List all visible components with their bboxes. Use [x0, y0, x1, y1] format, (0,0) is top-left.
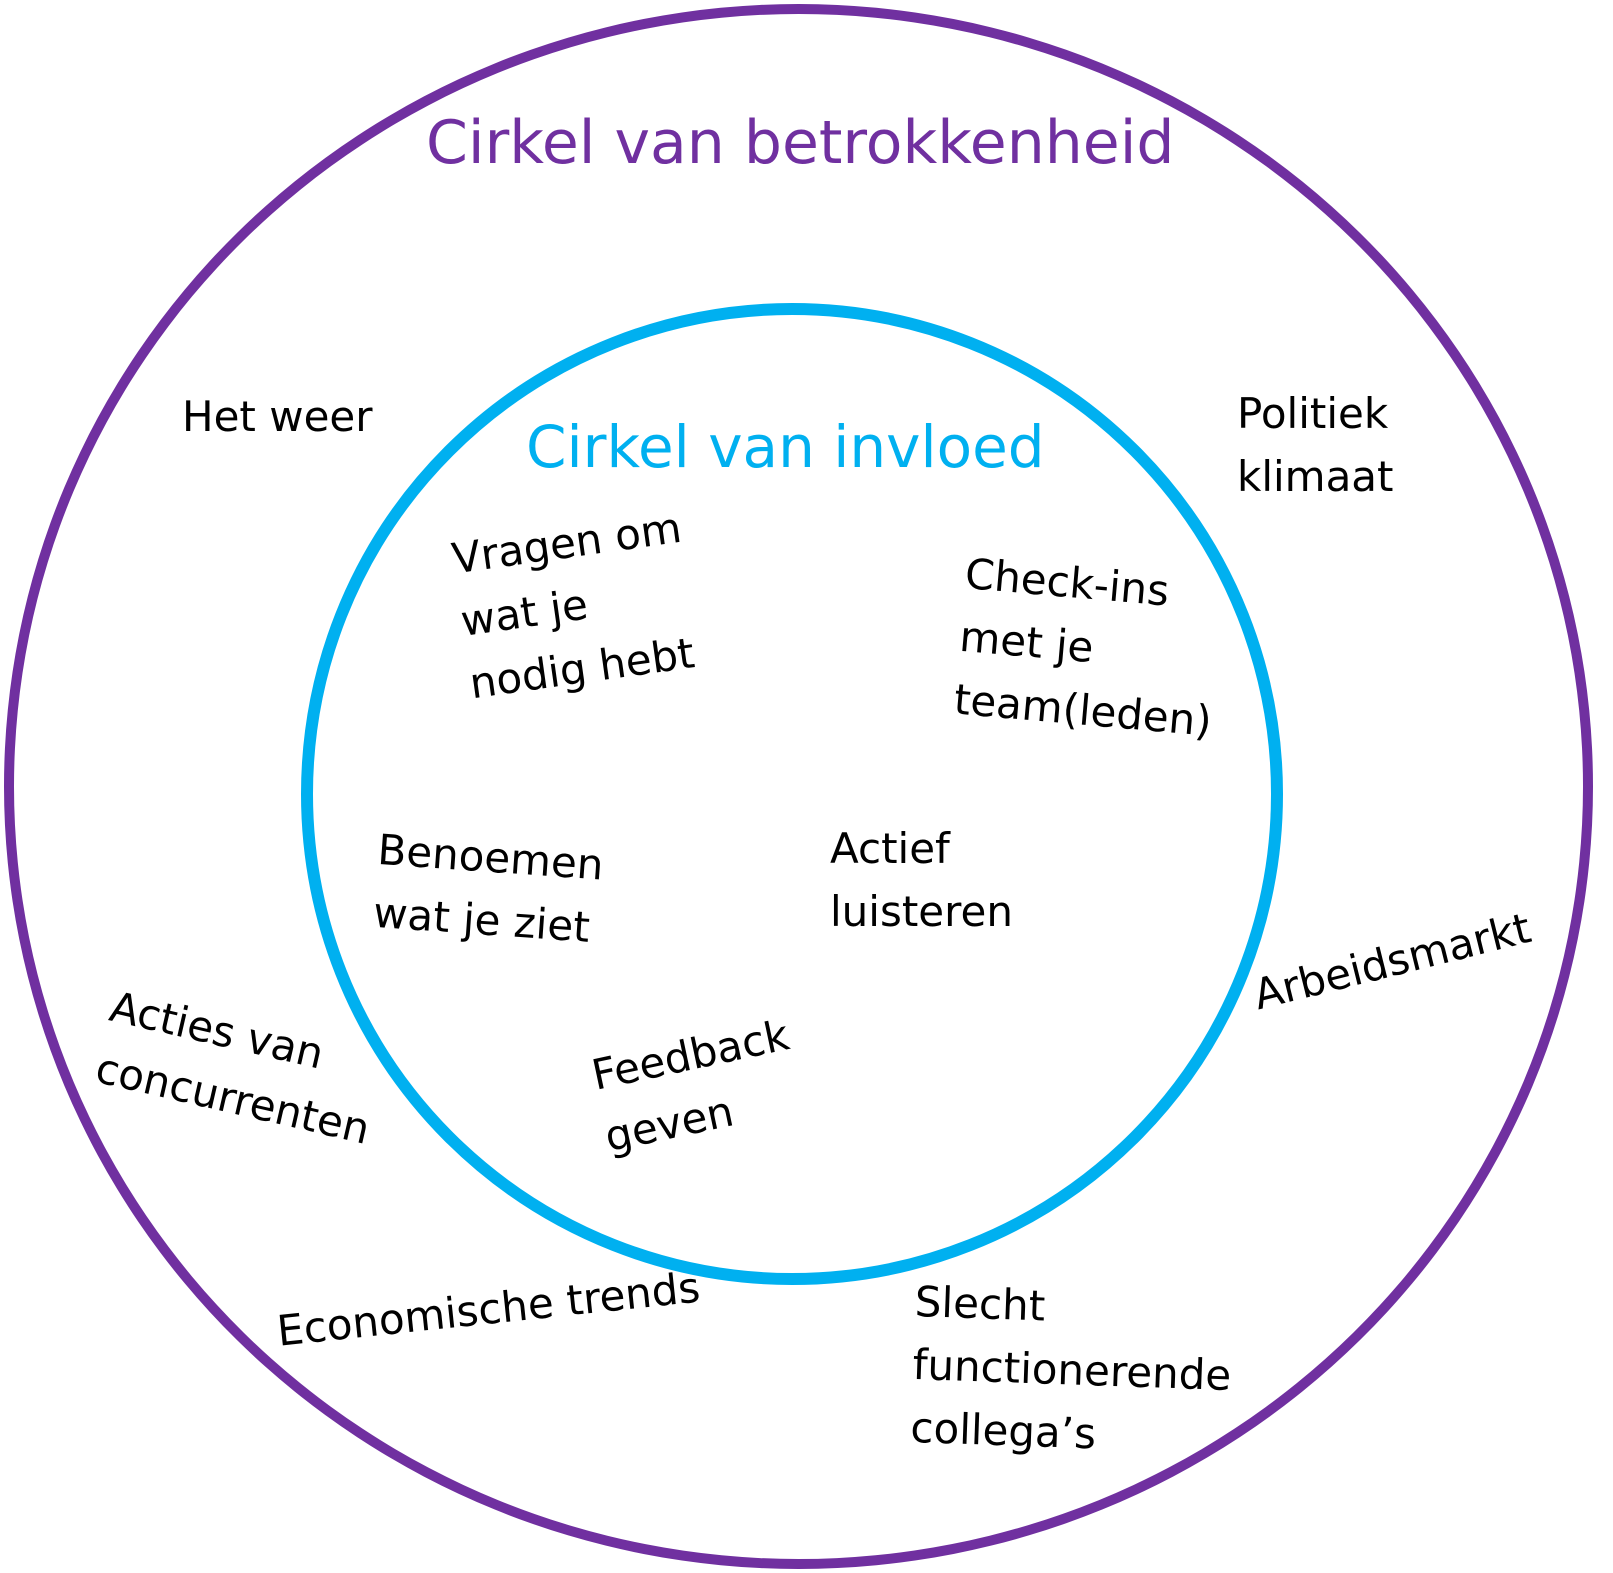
label-line: luisteren — [830, 887, 1013, 936]
label-line: Actief — [830, 824, 950, 873]
influence-item-benoemen-wat-je-ziet: Benoemen wat je ziet — [371, 818, 605, 959]
circle-of-influence-title: Cirkel van invloed — [526, 413, 1045, 481]
label-line: functionerende — [911, 1339, 1233, 1401]
circle-of-concern-title: Cirkel van betrokkenheid — [426, 108, 1175, 178]
concern-item-slecht-functionerende-collegas: Slecht functionerende collega’s — [909, 1270, 1234, 1470]
influence-item-vragen-om-wat-je-nodig-hebt: Vragen om wat je nodig hebt — [448, 496, 703, 715]
influence-item-check-ins: Check-ins met je team(leden) — [952, 542, 1226, 753]
label-line: Politiek — [1237, 389, 1389, 438]
concern-item-het-weer: Het weer — [182, 385, 373, 448]
influence-item-actief-luisteren: Actief luisteren — [830, 817, 1013, 943]
circle-of-concern — [4, 4, 1593, 1569]
label-line: Slecht — [914, 1276, 1047, 1331]
label-line: Het weer — [182, 392, 373, 441]
label-line: collega’s — [909, 1402, 1097, 1459]
concern-item-politiek-klimaat: Politiek klimaat — [1237, 382, 1394, 508]
label-line: klimaat — [1237, 452, 1394, 501]
